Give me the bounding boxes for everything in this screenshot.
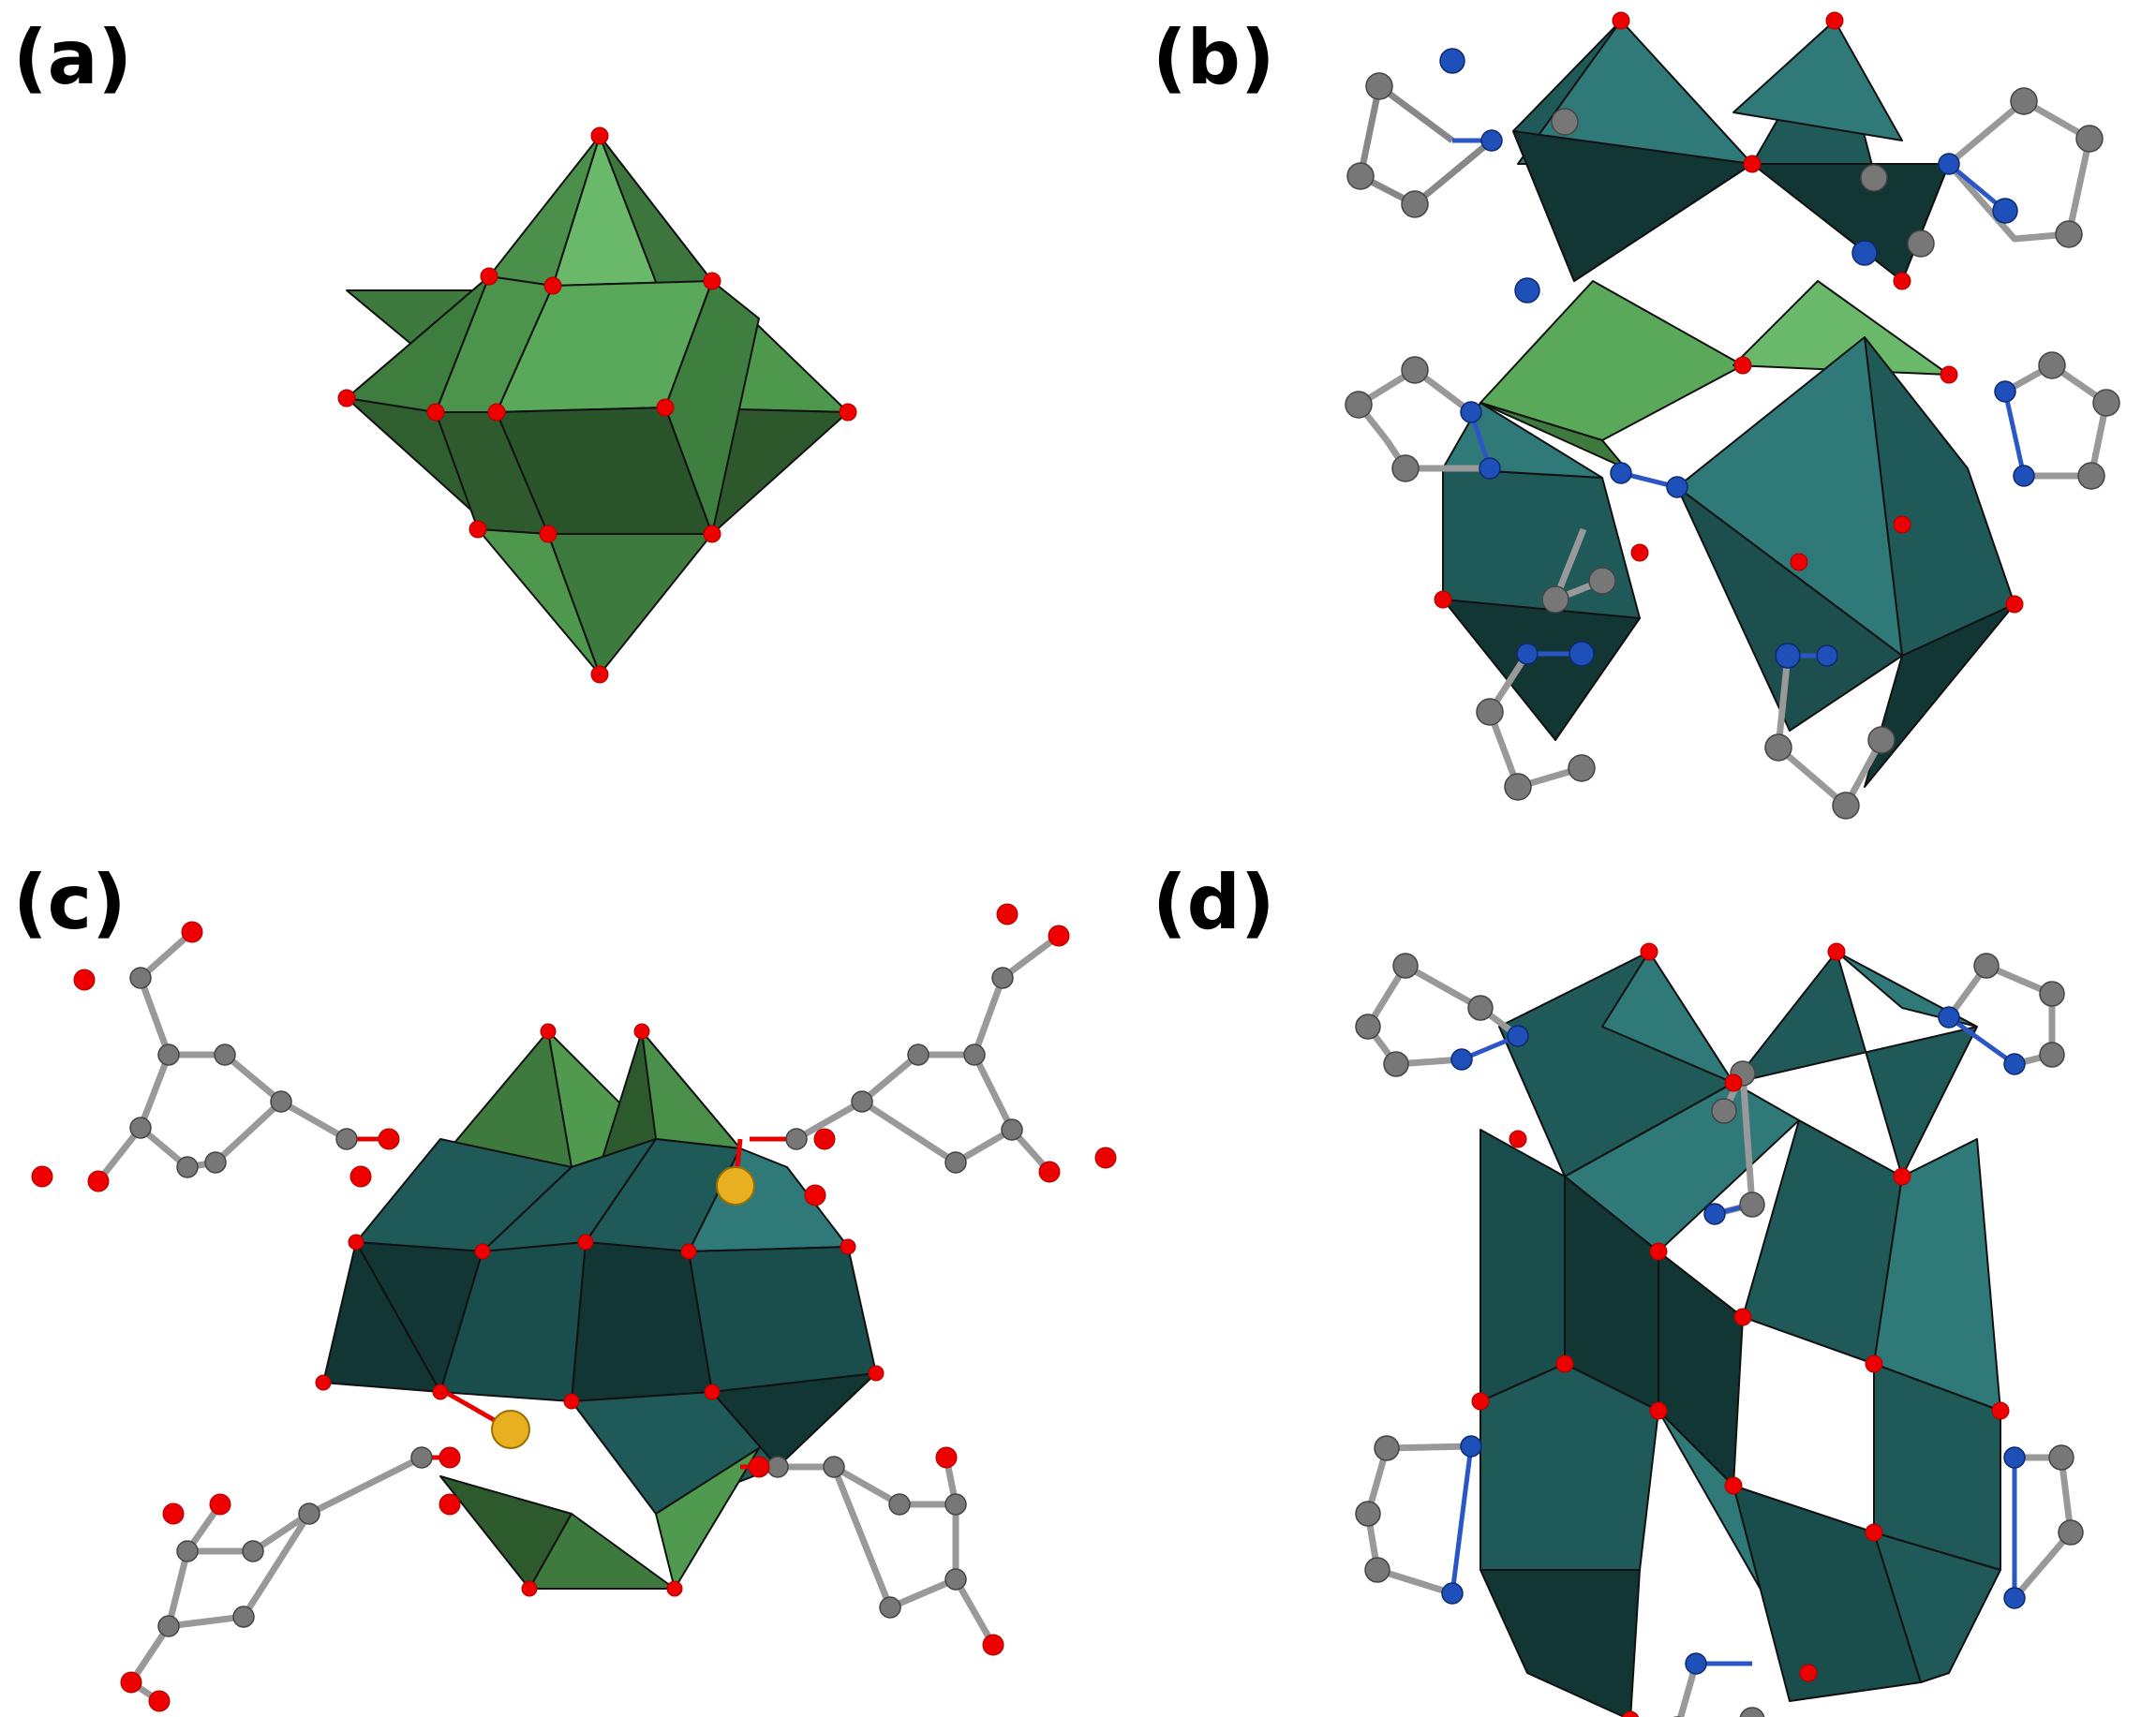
panel-b: (b) [1078, 0, 2155, 858]
panel-d-label: (d) [1152, 859, 1275, 946]
panel-c-label: (c) [13, 859, 126, 946]
panel-c: (c) [0, 858, 1117, 1716]
teal-pillared-cluster [1355, 942, 2084, 1717]
panel-b-label: (b) [1152, 14, 1275, 101]
panel-d: (d) [1078, 858, 2155, 1717]
panel-a-label: (a) [13, 14, 133, 101]
green-octahedral-cluster [337, 126, 857, 684]
panel-a: (a) [0, 0, 1078, 858]
cluster-with-carboxylate-linkers [31, 903, 1117, 1712]
teal-cluster-with-pyrazoles [1345, 11, 2120, 820]
